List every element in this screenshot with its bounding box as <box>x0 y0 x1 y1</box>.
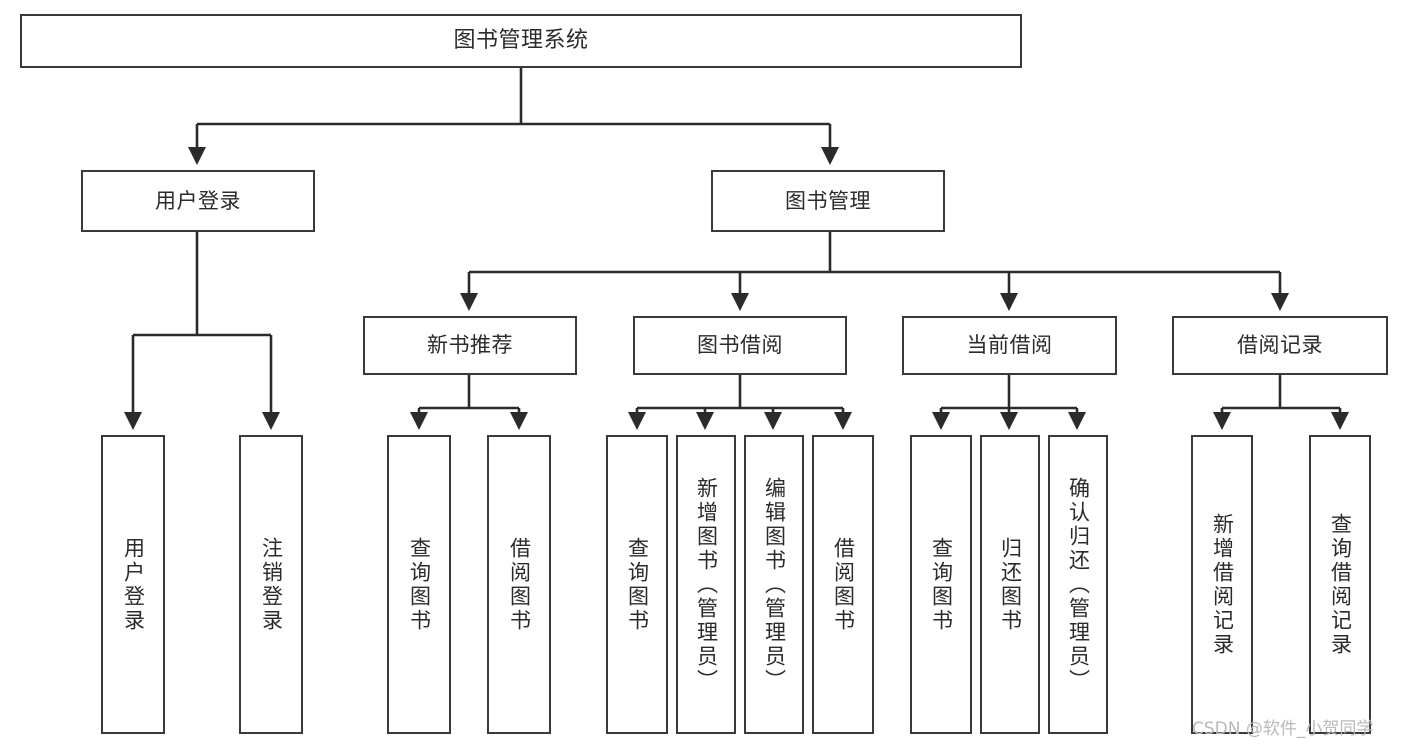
node-label: 当前借阅 <box>966 333 1053 358</box>
leaf-borrow-book[interactable]: 借阅图书 <box>812 435 874 734</box>
node-label: 注销登录 <box>259 536 284 633</box>
leaf-add-borrow-record[interactable]: 新增借阅记录 <box>1191 435 1253 734</box>
node-book-management[interactable]: 图书管理 <box>711 170 945 232</box>
node-label: 借阅记录 <box>1237 333 1323 358</box>
node-label: 借阅图书 <box>831 536 856 633</box>
leaf-add-book-admin[interactable]: 新增图书（管理员） <box>676 435 736 734</box>
node-root-book-management-system[interactable]: 图书管理系统 <box>20 14 1022 68</box>
csdn-watermark: CSDN @软件_小贺同学 <box>1192 719 1374 739</box>
node-label: 用户登录 <box>155 188 241 213</box>
node-label: 图书管理 <box>785 188 871 213</box>
leaf-return-book[interactable]: 归还图书 <box>980 435 1040 734</box>
node-book-borrow[interactable]: 图书借阅 <box>633 316 847 375</box>
leaf-user-login[interactable]: 用户登录 <box>101 435 165 734</box>
node-label: 新增图书（管理员） <box>694 476 719 693</box>
node-new-book-recommend[interactable]: 新书推荐 <box>363 316 577 375</box>
leaf-confirm-return-admin[interactable]: 确认归还（管理员） <box>1048 435 1108 734</box>
node-label: 新书推荐 <box>427 333 513 358</box>
node-borrow-record[interactable]: 借阅记录 <box>1172 316 1388 375</box>
leaf-logout[interactable]: 注销登录 <box>239 435 303 734</box>
leaf-query-book-current[interactable]: 查询图书 <box>910 435 972 734</box>
node-label: 查询图书 <box>625 536 650 633</box>
node-label: 编辑图书（管理员） <box>762 476 787 693</box>
node-label: 查询借阅记录 <box>1328 512 1353 657</box>
node-label: 新增借阅记录 <box>1210 512 1235 657</box>
leaf-query-borrow-record[interactable]: 查询借阅记录 <box>1309 435 1371 734</box>
node-label: 确认归还（管理员） <box>1066 476 1091 693</box>
node-label: 借阅图书 <box>507 536 532 633</box>
node-label: 查询图书 <box>407 536 432 633</box>
node-user-login[interactable]: 用户登录 <box>81 170 315 232</box>
node-label: 图书借阅 <box>697 333 783 358</box>
node-current-borrow[interactable]: 当前借阅 <box>902 316 1117 375</box>
node-label: 用户登录 <box>121 536 146 633</box>
node-label: 图书管理系统 <box>453 28 589 54</box>
leaf-query-book-recommend[interactable]: 查询图书 <box>387 435 451 734</box>
leaf-borrow-book-recommend[interactable]: 借阅图书 <box>487 435 551 734</box>
node-label: 归还图书 <box>998 536 1023 633</box>
leaf-query-book-borrow[interactable]: 查询图书 <box>606 435 668 734</box>
node-label: 查询图书 <box>929 536 954 633</box>
leaf-edit-book-admin[interactable]: 编辑图书（管理员） <box>744 435 804 734</box>
